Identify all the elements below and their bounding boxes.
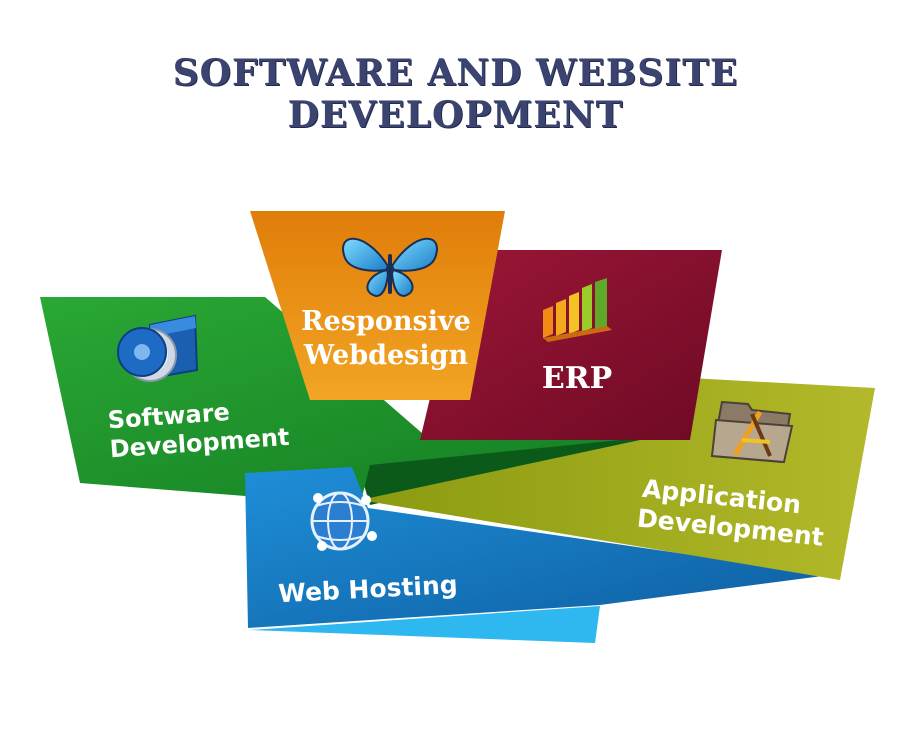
responsive-label-line1: Responsive — [301, 306, 471, 337]
app-folder-icon — [710, 400, 794, 464]
panel-responsive-webdesign — [250, 211, 505, 400]
butterfly-icon — [342, 237, 438, 298]
globe-network-icon — [310, 491, 377, 551]
panel-erp — [420, 250, 722, 440]
cd-software-box-icon — [117, 314, 199, 382]
page-title: SOFTWARE AND WEBSITE DEVELOPMENT — [172, 52, 739, 136]
panel-web-hosting — [245, 467, 830, 643]
erp-label: ERP — [542, 361, 612, 396]
responsive-label-line2: Webdesign — [303, 340, 469, 371]
bar-chart-icon — [543, 278, 612, 342]
panel-software-development — [40, 297, 720, 505]
